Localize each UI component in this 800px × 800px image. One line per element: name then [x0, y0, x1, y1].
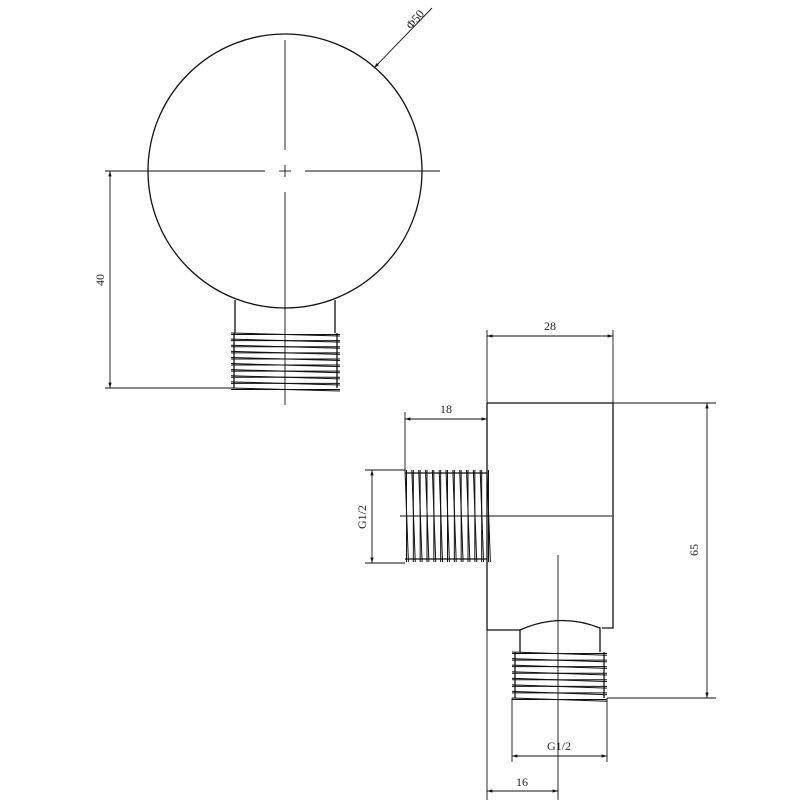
dimension-40: 40 — [93, 171, 232, 389]
dimension-18-label: 18 — [440, 402, 452, 416]
outlet-thread — [511, 651, 608, 702]
outlet-thread-label: G1/2 — [547, 739, 571, 753]
dimension-16: 16 — [486, 630, 558, 800]
center-lines — [105, 40, 440, 405]
inlet-thread-label: G1/2 — [355, 505, 369, 529]
dimension-65-label: 65 — [687, 544, 701, 556]
front-view: 40 Φ50 — [93, 7, 440, 405]
front-thread — [230, 332, 341, 392]
dimension-diameter: Φ50 — [373, 7, 433, 69]
dimension-28-label: 28 — [544, 319, 556, 333]
dimension-40-label: 40 — [93, 274, 107, 286]
diameter-label: Φ50 — [403, 7, 427, 32]
side-view: 28 18 G1/2 65 G1/2 16 — [355, 319, 716, 800]
dimension-28: 28 — [486, 319, 614, 403]
inlet-thread — [404, 469, 491, 563]
dimension-65: 65 — [607, 402, 716, 699]
dimension-outlet-thread: G1/2 — [511, 698, 608, 762]
dimension-18: 18 — [404, 402, 487, 470]
body-outline — [486, 402, 614, 631]
dimension-inlet-thread: G1/2 — [355, 469, 405, 564]
outlet-neck — [519, 619, 601, 652]
dimension-16-label: 16 — [516, 775, 528, 789]
